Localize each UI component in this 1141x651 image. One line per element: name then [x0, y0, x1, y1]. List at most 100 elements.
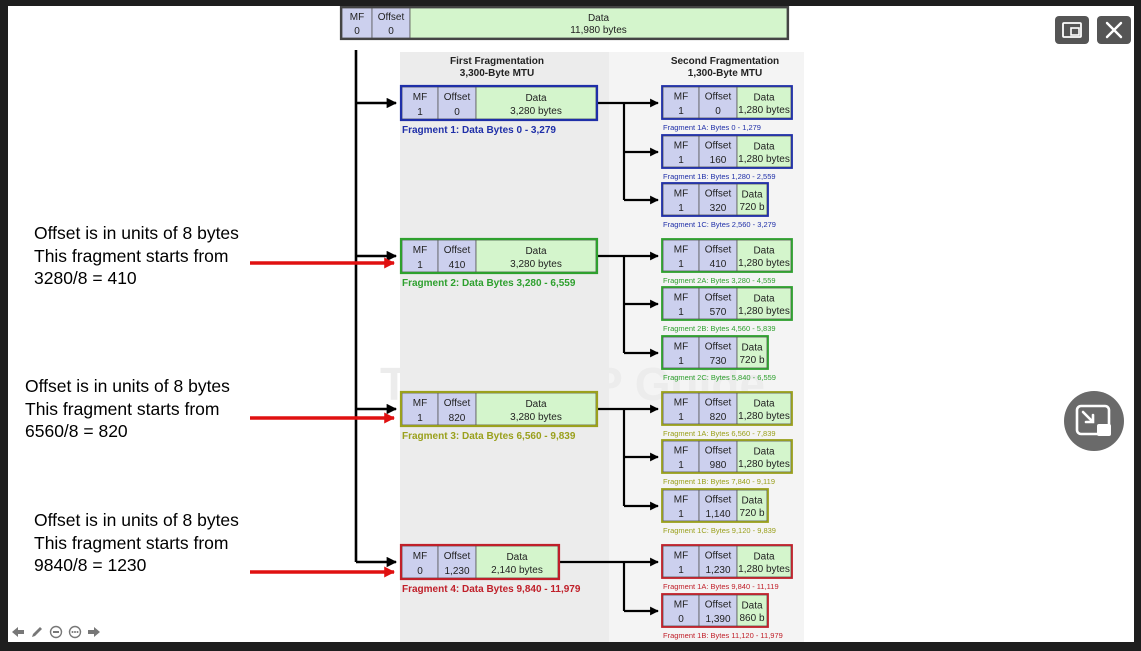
fragment-1: [399, 84, 599, 122]
pen-tool-button[interactable]: [29, 624, 45, 640]
annotation-3-line-1: Offset is in units of 8 bytes: [34, 510, 239, 530]
subfragment-1-3: [661, 182, 769, 217]
subfragment-4-2-mf-cell: [662, 594, 700, 627]
more-icon: [68, 625, 82, 639]
fragment-4-mf-value: 0: [417, 566, 423, 577]
subfragment-2-2-outline: [661, 286, 793, 321]
subfragment-4-1-mf-label: MF: [674, 551, 688, 562]
subfragment-2-2-data-size: 1,280 bytes: [738, 306, 790, 317]
exit-fullscreen-button[interactable]: [1064, 391, 1124, 451]
subfragment-4-1-outline: [661, 544, 793, 579]
subfragment-3-3-outline: [661, 488, 769, 523]
subfragment-4-1-data-cell: [736, 545, 792, 578]
first-fragmentation-title: First Fragmentation: [450, 56, 544, 67]
fragment-2: [399, 237, 599, 275]
subfragment-3-1: [661, 391, 793, 426]
subfragment-2-2-mf-value: 1: [678, 307, 684, 318]
exit-fullscreen-icon: [1075, 404, 1111, 436]
subfragment-2-1-offset-label: Offset: [705, 245, 732, 256]
pen-icon: [32, 627, 42, 637]
subfragment-2-2-data-cell: [736, 287, 792, 320]
subfragment-4-2-offset-label: Offset: [705, 600, 732, 611]
subfragment-1-1-data-cell: [736, 86, 792, 119]
subfragment-1-2-offset-value: 160: [710, 155, 727, 166]
subfragment-3-2-mf-value: 1: [678, 460, 684, 471]
subfragment-1-3-data-label: Data: [741, 190, 763, 201]
fragment-3-outline: [399, 390, 599, 428]
restore-window-button[interactable]: [1055, 16, 1089, 44]
subfragment-3-3-mf-value: 1: [678, 509, 684, 520]
subfragment-3-1-mf-cell: [662, 392, 700, 425]
original-datagram-mf-value: 0: [354, 26, 360, 37]
subfragment-3-2-data-label: Data: [753, 447, 775, 458]
close-button[interactable]: [1097, 16, 1131, 44]
subfragment-2-3-mf-value: 1: [678, 356, 684, 367]
subfragment-4-2-offset-value: 1,390: [705, 614, 730, 625]
annotation-1-line-2: This fragment starts from: [34, 246, 229, 266]
subfragment-3-2-caption: Fragment 1B: Bytes 7,840 - 9,119: [663, 477, 775, 486]
subfragment-2-3-offset-label: Offset: [705, 342, 732, 353]
fragment-2-mf-value: 1: [417, 260, 423, 271]
subfragment-1-3-mf-cell: [662, 183, 700, 216]
fragment-4-outline: [399, 543, 561, 581]
second-fragmentation-mtu: 1,300-Byte MTU: [688, 68, 762, 79]
subfragment-1-2-mf-label: MF: [674, 141, 688, 152]
subfragment-1-1-mf-value: 1: [678, 106, 684, 117]
comments-button[interactable]: [48, 624, 64, 640]
subfragment-4-2-outline: [661, 593, 769, 628]
next-slide-button[interactable]: [86, 624, 102, 640]
subfragment-2-1-data-cell: [736, 239, 792, 272]
subfragment-4-2-mf-value: 0: [678, 614, 684, 625]
subfragment-2-3: [661, 335, 769, 370]
subfragment-2-1: [661, 238, 793, 273]
chat-icon: [49, 625, 63, 639]
annotation-2-line-1: Offset is in units of 8 bytes: [25, 376, 230, 396]
subfragment-1-3-data-cell: [736, 183, 768, 216]
subfragment-3-3-offset-label: Offset: [705, 495, 732, 506]
previous-slide-button[interactable]: [10, 624, 26, 640]
subfragment-3-2-outline: [661, 439, 793, 474]
fragment-4-data-size: 2,140 bytes: [491, 565, 543, 576]
close-icon: [1105, 21, 1123, 39]
subfragment-2-2-mf-label: MF: [674, 293, 688, 304]
subfragment-3-2-data-cell: [736, 440, 792, 473]
subfragment-4-2-offset-cell: [698, 594, 738, 627]
subfragment-4-1-data-size: 1,280 bytes: [738, 564, 790, 575]
second-fragmentation-title: Second Fragmentation: [671, 56, 779, 67]
subfragment-3-1-data-cell: [736, 392, 792, 425]
subfragment-2-1-data-size: 1,280 bytes: [738, 258, 790, 269]
subfragment-2-3-outline: [661, 335, 769, 370]
subfragment-4-1-offset-value: 1,230: [705, 565, 730, 576]
subfragment-2-3-mf-cell: [662, 336, 700, 369]
fragment-4-offset-value: 1,230: [444, 566, 469, 577]
subfragment-2-3-mf-label: MF: [674, 342, 688, 353]
more-options-button[interactable]: [67, 624, 83, 640]
fragment-3-offset-value: 820: [449, 413, 466, 424]
subfragment-1-3-data-size: 720 b: [739, 202, 764, 213]
fragment-3-offset-label: Offset: [444, 398, 471, 409]
fragment-4-data-label: Data: [506, 552, 528, 563]
subfragment-2-2-offset-value: 570: [710, 307, 727, 318]
subfragment-3-1-data-label: Data: [753, 399, 775, 410]
annotation-2-line-2: This fragment starts from: [25, 399, 220, 419]
subfragment-3-2: [661, 439, 793, 474]
original-datagram-offset-value: 0: [388, 26, 394, 37]
subfragment-1-2-data-label: Data: [753, 142, 775, 153]
arrow-left-icon: [12, 627, 24, 637]
subfragment-2-1-offset-cell: [698, 239, 738, 272]
fragment-3-mf-value: 1: [417, 413, 423, 424]
subfragment-2-1-mf-label: MF: [674, 245, 688, 256]
annotation-1-line-3: 3280/8 = 410: [34, 268, 137, 288]
first-fragmentation-mtu: 3,300-Byte MTU: [460, 68, 534, 79]
subfragment-4-2-data-size: 860 b: [739, 613, 764, 624]
subfragment-3-1-mf-value: 1: [678, 412, 684, 423]
subfragment-1-3-mf-value: 1: [678, 203, 684, 214]
fragment-4-caption: Fragment 4: Data Bytes 9,840 - 11,979: [402, 584, 581, 595]
fragment-2-offset-value: 410: [449, 260, 466, 271]
fragment-1-data-cell: [475, 86, 597, 120]
fragment-1-offset-value: 0: [454, 107, 460, 118]
subfragment-1-3-mf-label: MF: [674, 189, 688, 200]
subfragment-1-2-outline: [661, 134, 793, 169]
